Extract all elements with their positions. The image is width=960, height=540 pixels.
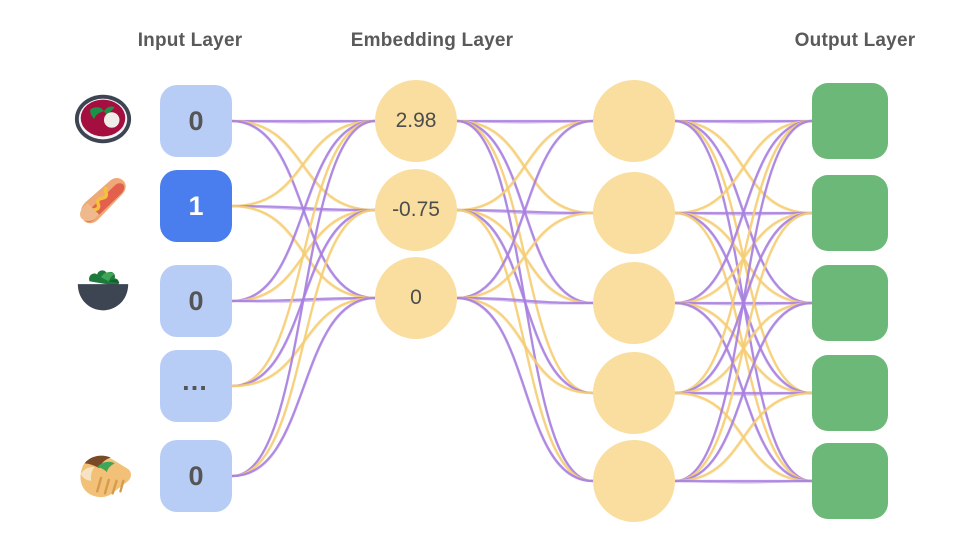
edge-hidden-out-4-4-b	[674, 479, 813, 484]
edge-hidden-out-4-1-b	[674, 211, 813, 483]
edge-in-embed-1-0-b	[231, 119, 376, 208]
input-box-2[interactable]: 0	[160, 265, 232, 337]
edge-embed-hidden-2-3-b	[456, 296, 594, 395]
input-value-3: …	[181, 365, 211, 396]
edge-in-embed-0-0-b	[231, 119, 376, 124]
edge-hidden-out-1-0-b	[674, 119, 813, 215]
edge-embed-hidden-1-0-b	[456, 119, 594, 212]
hidden-node-0[interactable]	[593, 80, 675, 162]
edge-embed-hidden-2-0-b	[456, 119, 594, 300]
edge-embed-hidden-0-0-b	[456, 119, 594, 124]
edge-hidden-out-2-0-b	[674, 119, 813, 305]
embedding-value-2: 0	[410, 286, 422, 309]
edge-embed-hidden-2-2-b	[456, 296, 594, 305]
edge-embed-hidden-2-4-b	[456, 296, 594, 483]
input-value-0: 0	[188, 105, 204, 136]
output-box-1[interactable]	[812, 175, 888, 251]
input-value-1: 1	[188, 190, 204, 221]
steak-icon	[74, 94, 132, 144]
edge-hidden-out-3-0-b	[674, 119, 813, 395]
edge-hidden-out-0-0-b	[674, 119, 813, 124]
edge-in-embed-0-1-b	[231, 119, 376, 212]
input-value-2: 0	[188, 285, 204, 316]
edge-hidden-out-4-2-b	[674, 301, 813, 483]
output-box-2[interactable]	[812, 265, 888, 341]
input-box-1[interactable]: 1	[160, 170, 232, 242]
output-box-3[interactable]	[812, 355, 888, 431]
burrito-icon	[80, 455, 131, 498]
hidden-node-1[interactable]	[593, 172, 675, 254]
embedding-node-2[interactable]: 0	[375, 257, 457, 339]
output-layer-title: Output Layer	[794, 30, 916, 51]
hidden-node-2[interactable]	[593, 262, 675, 344]
input-box-0[interactable]: 0	[160, 85, 232, 157]
edge-in-embed-4-0-b	[231, 119, 376, 478]
edge-in-embed-2-0-b	[231, 119, 376, 303]
embedding-value-1: -0.75	[392, 198, 440, 221]
edge-in-embed-4-2-b	[231, 296, 376, 478]
hotdog-icon	[79, 177, 126, 224]
hidden-node-4[interactable]	[593, 440, 675, 522]
edge-hidden-out-4-3-b	[674, 391, 813, 483]
embedding-layer-title: Embedding Layer	[350, 30, 514, 51]
input-box-4[interactable]: 0	[160, 440, 232, 512]
hidden-node-3[interactable]	[593, 352, 675, 434]
input-value-4: 0	[188, 460, 204, 491]
input-layer-title: Input Layer	[137, 30, 243, 51]
edge-in-embed-3-0-b	[231, 119, 376, 388]
edge-hidden-out-4-0-b	[674, 119, 813, 483]
embedding-value-0: 2.98	[395, 109, 437, 132]
embedding-node-1[interactable]: -0.75	[375, 169, 457, 251]
embedding-node-0[interactable]: 2.98	[375, 80, 457, 162]
output-box-4[interactable]	[812, 443, 888, 519]
output-box-0[interactable]	[812, 83, 888, 159]
edge-in-embed-4-1-b	[231, 208, 376, 478]
edge-embed-hidden-2-1-b	[456, 211, 594, 300]
salad-icon	[77, 270, 129, 311]
input-box-3[interactable]: …	[160, 350, 232, 422]
